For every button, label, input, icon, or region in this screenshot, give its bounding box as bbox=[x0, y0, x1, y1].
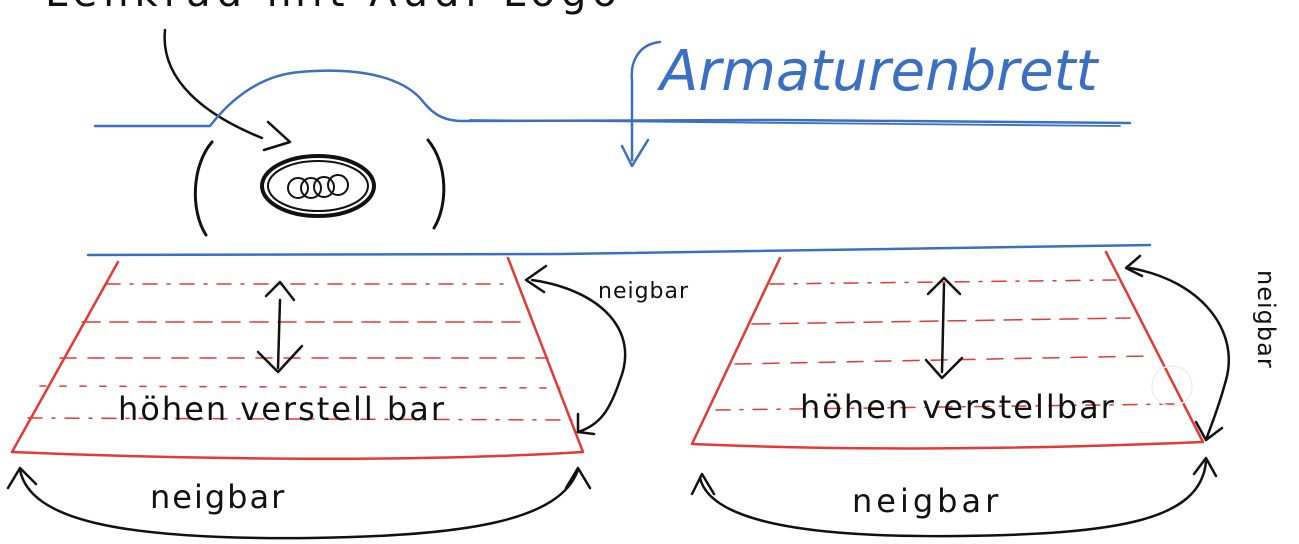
right-seat-dash-2 bbox=[751, 317, 1131, 325]
left-seat-dash-5 bbox=[27, 417, 573, 421]
left-side-tilt-label: neigbar bbox=[598, 279, 689, 304]
right-bottom-tilt-arrowhead-left bbox=[690, 472, 716, 496]
left-side-tilt-arrow bbox=[530, 278, 627, 434]
right-side-tilt-arrowhead-top bbox=[1124, 254, 1144, 278]
left-height-arrow bbox=[256, 280, 304, 374]
dashboard-top-line bbox=[93, 69, 1132, 128]
left-bottom-tilt-arrow bbox=[18, 468, 580, 540]
left-seat bbox=[10, 256, 585, 461]
dashboard-label: Armaturenbrett bbox=[657, 39, 1100, 104]
left-bottom-tilt-arrowhead-left bbox=[6, 466, 38, 490]
left-height-label: höhen verstell bar bbox=[118, 390, 446, 428]
right-height-label: höhen verstellbar bbox=[800, 388, 1116, 426]
dashboard-arrowhead bbox=[620, 138, 650, 168]
pointer-arrowhead bbox=[262, 120, 292, 152]
dashboard-bottom-line bbox=[86, 243, 1152, 257]
right-seat-outline bbox=[690, 250, 1205, 450]
faint-circle-mark bbox=[1151, 365, 1193, 407]
steering-wheel-right-arc bbox=[426, 138, 446, 230]
right-bottom-tilt-arrowhead-right bbox=[1192, 456, 1218, 478]
steering-wheel-left-arc bbox=[193, 140, 214, 237]
top-partial-label: Lenkrad mit Audi-Logo bbox=[45, 0, 623, 16]
audi-logo-icon bbox=[260, 154, 376, 218]
left-seat-dash-4 bbox=[39, 385, 561, 389]
right-side-tilt-label: neigbar bbox=[1252, 270, 1280, 369]
right-seat-dash-4 bbox=[715, 403, 1177, 411]
right-seat-dash-1 bbox=[769, 279, 1117, 285]
right-bottom-tilt-arrow bbox=[698, 460, 1208, 538]
dashboard-top-line-2 bbox=[469, 119, 1121, 127]
right-bottom-tilt-label: neigbar bbox=[852, 482, 1002, 520]
right-side-tilt-arrowhead-bottom bbox=[1194, 420, 1224, 442]
left-bottom-tilt-arrowhead-right bbox=[564, 466, 592, 490]
right-height-arrow bbox=[924, 276, 964, 380]
left-bottom-tilt-label: neigbar bbox=[150, 478, 286, 516]
dashboard-bracket bbox=[630, 40, 662, 162]
left-side-tilt-arrowhead-bottom bbox=[576, 412, 596, 436]
right-side-tilt-arrow bbox=[1128, 266, 1231, 442]
left-side-tilt-arrowhead-top bbox=[524, 264, 548, 294]
pointer-arrow-to-logo bbox=[163, 28, 264, 140]
left-seat-outline bbox=[10, 256, 585, 461]
